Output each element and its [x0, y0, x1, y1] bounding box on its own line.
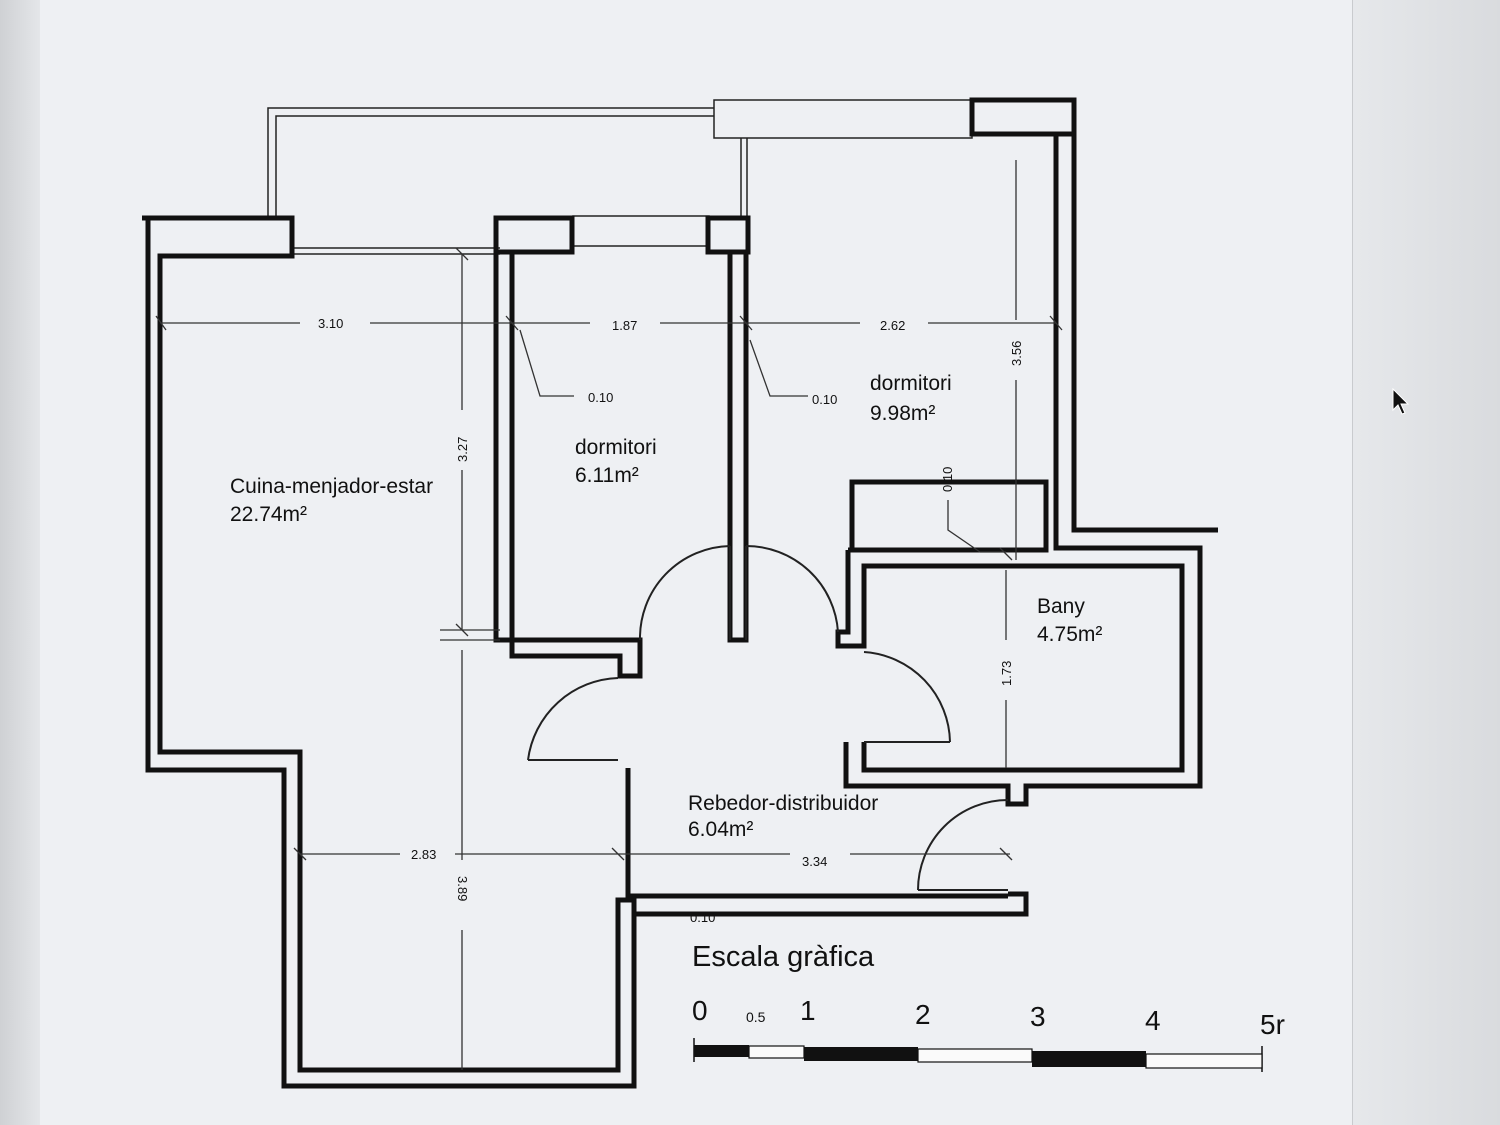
room-area-hall: 6.04m² [688, 818, 753, 841]
dim-bath-height: 1.73 [999, 661, 1014, 686]
dimension-lines [155, 160, 1063, 1070]
room-area-bath: 4.75m² [1037, 623, 1102, 646]
room-label-bedroom-2: dormitori [870, 372, 952, 395]
walls [142, 97, 1218, 1089]
dim-bedroom2-height: 3.56 [1009, 341, 1024, 366]
dim-wall-thickness-c: 0.10 [940, 467, 955, 492]
dim-wall-thickness-a: 0.10 [588, 390, 613, 405]
monitor-left-edge [0, 0, 40, 1125]
room-label-hall: Rebedor-distribuidor [688, 792, 878, 815]
dim-bedroom1-width: 1.87 [612, 318, 637, 333]
mouse-pointer-icon [1392, 388, 1410, 415]
dim-hall-width: 3.34 [802, 854, 827, 869]
dim-wall-thickness-b: 0.10 [812, 392, 837, 407]
scale-tick-5: 5r [1260, 1009, 1285, 1040]
scale-tick-1: 1 [800, 995, 816, 1026]
dim-bedroom2-width: 2.62 [880, 318, 905, 333]
dim-kitchen-lower-width: 2.83 [411, 847, 436, 862]
room-label-bath: Bany [1037, 595, 1085, 618]
room-area-bedroom-2: 9.98m² [870, 402, 935, 425]
scale-tick-4: 4 [1145, 1005, 1161, 1036]
dim-kitchen-width: 3.10 [318, 316, 343, 331]
dim-wall-thickness-d: 0.10 [690, 910, 715, 925]
scale-bar [693, 1038, 1263, 1072]
room-area-bedroom-1: 6.11m² [575, 464, 639, 487]
scale-tick-2: 2 [915, 999, 931, 1030]
dim-kitchen-upper-height: 3.27 [455, 437, 470, 462]
dim-kitchen-lower-height: 3.89 [455, 876, 470, 901]
room-area-kitchen: 22.74m² [230, 503, 307, 526]
scale-title: Escala gràfica [692, 941, 875, 973]
plan-sheet [40, 0, 1352, 1125]
door-swings [527, 544, 1009, 891]
scale-tick-0: 0 [692, 995, 708, 1026]
scale-tick-3: 3 [1030, 1001, 1046, 1032]
room-label-kitchen: Cuina-menjador-estar [230, 475, 433, 498]
room-label-bedroom-1: dormitori [575, 436, 657, 459]
scale-tick-half: 0.5 [746, 1009, 766, 1025]
monitor-right-margin [1352, 0, 1500, 1125]
